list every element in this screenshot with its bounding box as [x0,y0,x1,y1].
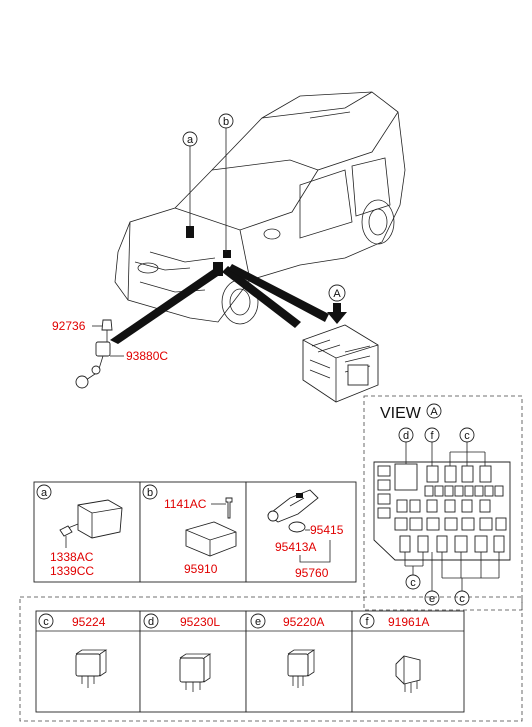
view-callout-d: d [403,430,409,442]
relay-box-c: c 95224 [35,610,141,713]
relay-c-part: 95224 [72,615,106,629]
callout-b: b [218,113,234,252]
detail-box-key: 95415 95413A 95760 [245,481,357,583]
box-a-letter: a [41,487,48,499]
part-95910: 95910 [184,562,218,576]
detail-box-a: a 1338AC 1339CC [33,481,141,583]
part-93880c: 93880C [126,349,168,363]
view-callout-c-left: c [410,577,416,589]
relay-d-part: 95230L [180,615,220,629]
fuse-grid [377,463,507,553]
relay-f-letter: f [365,616,369,628]
relay-panel [19,596,523,722]
part-92736: 92736 [52,319,86,333]
callout-a: a [182,131,198,226]
car-illustration [114,91,406,325]
leader-wedge-right [228,264,329,322]
part-1339cc: 1339CC [50,564,94,578]
relay-e-part: 95220A [283,615,324,629]
part-1338ac: 1338AC [50,550,94,564]
relay-box-f: f 91961A [351,610,465,713]
view-a-letter: A [430,406,438,418]
view-callout-f: f [430,430,434,442]
detail-box-b: b 1141AC 95910 [139,481,247,583]
view-callout-c-right: c [459,593,465,605]
part-1141ac: 1141AC [164,497,207,511]
relay-box-d: d 95230L [139,610,247,713]
callout-b-letter: b [223,116,229,128]
view-a-title: VIEW [380,405,422,422]
view-a-panel: VIEW A [363,395,523,611]
relay-e-letter: e [255,616,261,628]
part-95415: 95415 [310,523,344,537]
callout-view-a-letter: A [333,288,341,300]
sensor-assembly [75,319,113,389]
relay-c-letter: c [43,616,49,628]
box-b-letter: b [147,487,153,499]
junction-box [302,324,379,403]
leader-wedge-mid [222,266,301,328]
relay-d-letter: d [148,616,154,628]
part-95413a: 95413A [275,540,316,554]
view-callout-c-top: c [464,430,470,442]
leader-wedge-left [110,268,221,344]
relay-box-e: e 95220A [245,610,353,713]
relay-f-part: 91961A [388,615,429,629]
callout-a-letter: a [187,134,194,146]
callout-view-a: A [327,284,347,324]
view-callout-e: e [429,593,435,605]
part-95760: 95760 [295,566,329,580]
